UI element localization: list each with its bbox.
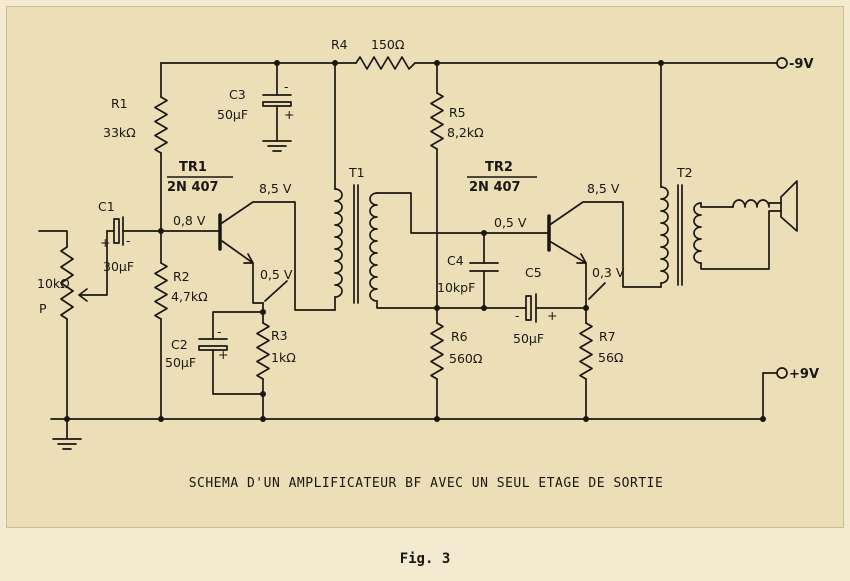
tr1-emitter — [221, 240, 264, 304]
c1-plus: + — [100, 235, 110, 250]
r4-ref: R4 — [331, 37, 348, 52]
r5-resistor — [430, 92, 444, 150]
c4-capacitor — [469, 262, 499, 272]
c5-value: 50µF — [513, 331, 544, 346]
c2-plus: + — [218, 347, 228, 362]
r7-ref: R7 — [599, 329, 616, 344]
t2-secondary-winding — [693, 202, 702, 264]
c3-ref: C3 — [229, 87, 246, 102]
c5-capacitor — [525, 293, 537, 323]
t2-primary-winding — [660, 186, 669, 284]
loudspeaker — [780, 180, 798, 232]
negative-supply-terminal — [776, 57, 788, 69]
c3-plus: + — [284, 107, 294, 122]
positive-supply-label: +9V — [789, 367, 819, 382]
pot-wiper-arrow — [78, 288, 88, 302]
c3-capacitor — [262, 94, 292, 107]
pot-wire — [38, 230, 68, 248]
positive-supply-terminal — [776, 367, 788, 379]
c2-value: 50µF — [165, 355, 196, 370]
c2-ref: C2 — [171, 337, 188, 352]
tr2-collector-voltage: 8,5 V — [587, 181, 620, 196]
r7-resistor — [579, 322, 593, 380]
speaker-voice-coil — [732, 199, 782, 208]
schematic-card: R1 33kΩ R2 4,7kΩ R3 1kΩ R4 150Ω R5 8,2kΩ… — [6, 6, 844, 528]
tr2-ref: TR2 — [485, 160, 513, 175]
schematic-caption: SCHEMA D'UN AMPLIFICATEUR BF AVEC UN SEU… — [189, 476, 664, 491]
tr2-base-voltage: 0,5 V — [494, 215, 527, 230]
positive-supply-wire — [762, 372, 778, 420]
t1-core — [353, 184, 359, 304]
r7-value: 56Ω — [598, 350, 624, 365]
r2-ref: R2 — [173, 269, 190, 284]
c3-ground — [262, 140, 292, 152]
tr1-voltage-pointer — [264, 280, 288, 302]
tr1-collector-voltage: 8,5 V — [259, 181, 292, 196]
t1-secondary-top-wire — [376, 192, 550, 234]
r1-resistor — [154, 96, 168, 154]
c2-wire — [212, 349, 264, 395]
pot-value: 10kΩ — [37, 276, 70, 291]
c1-minus: - — [126, 233, 131, 248]
t2-ref: T2 — [676, 165, 693, 180]
ground-symbol — [52, 418, 82, 450]
t1-secondary-bottom-wire — [376, 300, 527, 309]
potentiometer — [60, 246, 74, 320]
r5-value: 8,2kΩ — [447, 125, 484, 140]
negative-supply-label: -9V — [789, 57, 814, 72]
tr1-emitter-voltage: 0,5 V — [260, 267, 293, 282]
t1-ref: T1 — [348, 165, 365, 180]
r3-ref: R3 — [271, 328, 288, 343]
tr1-collector — [221, 201, 336, 311]
c5-minus: - — [515, 308, 520, 323]
tr1-base-voltage: 0,8 V — [173, 213, 206, 228]
r6-value: 560Ω — [449, 351, 483, 366]
tr2-emitter-voltage: 0,3 V — [592, 265, 625, 280]
r6-ref: R6 — [451, 329, 468, 344]
tr1-type: 2N 407 — [167, 180, 219, 195]
c5-plus: + — [547, 308, 557, 323]
r6-resistor — [430, 322, 444, 380]
c2-minus: - — [217, 324, 222, 339]
c1-capacitor — [113, 216, 124, 246]
tr1-ref: TR1 — [179, 160, 207, 175]
r2-resistor — [154, 262, 168, 320]
tr2-type: 2N 407 — [469, 180, 521, 195]
c3-minus: - — [284, 79, 289, 94]
r5-ref: R5 — [449, 105, 466, 120]
r4-value: 150Ω — [371, 37, 405, 52]
r4-resistor — [355, 56, 416, 70]
r3-value: 1kΩ — [271, 350, 296, 365]
c1-ref: C1 — [98, 199, 115, 214]
c2-wire — [212, 311, 264, 340]
t1-secondary-winding — [369, 192, 378, 302]
r1-ref: R1 — [111, 96, 128, 111]
amplifier-schematic: R1 33kΩ R2 4,7kΩ R3 1kΩ R4 150Ω R5 8,2kΩ… — [37, 37, 819, 491]
t2-core — [677, 184, 683, 286]
pot-ref: P — [39, 301, 47, 316]
pot-wiper — [80, 230, 108, 296]
r3-resistor — [256, 322, 270, 380]
tr2-emitter-arrow — [576, 253, 587, 264]
tr2-collector — [550, 201, 662, 288]
c1-value: 30µF — [103, 259, 134, 274]
t2-secondary-wire — [700, 202, 782, 270]
t1-primary-winding — [334, 188, 343, 298]
r2-value: 4,7kΩ — [171, 289, 208, 304]
tr2-voltage-pointer — [588, 282, 606, 300]
c5-ref: C5 — [525, 265, 542, 280]
r1-value: 33kΩ — [103, 125, 136, 140]
c4-ref: C4 — [447, 253, 464, 268]
c3-value: 50µF — [217, 107, 248, 122]
tr1-emitter-arrow — [243, 253, 254, 264]
figure-label: Fig. 3 — [399, 551, 451, 567]
c4-value: 10kpF — [437, 280, 475, 295]
